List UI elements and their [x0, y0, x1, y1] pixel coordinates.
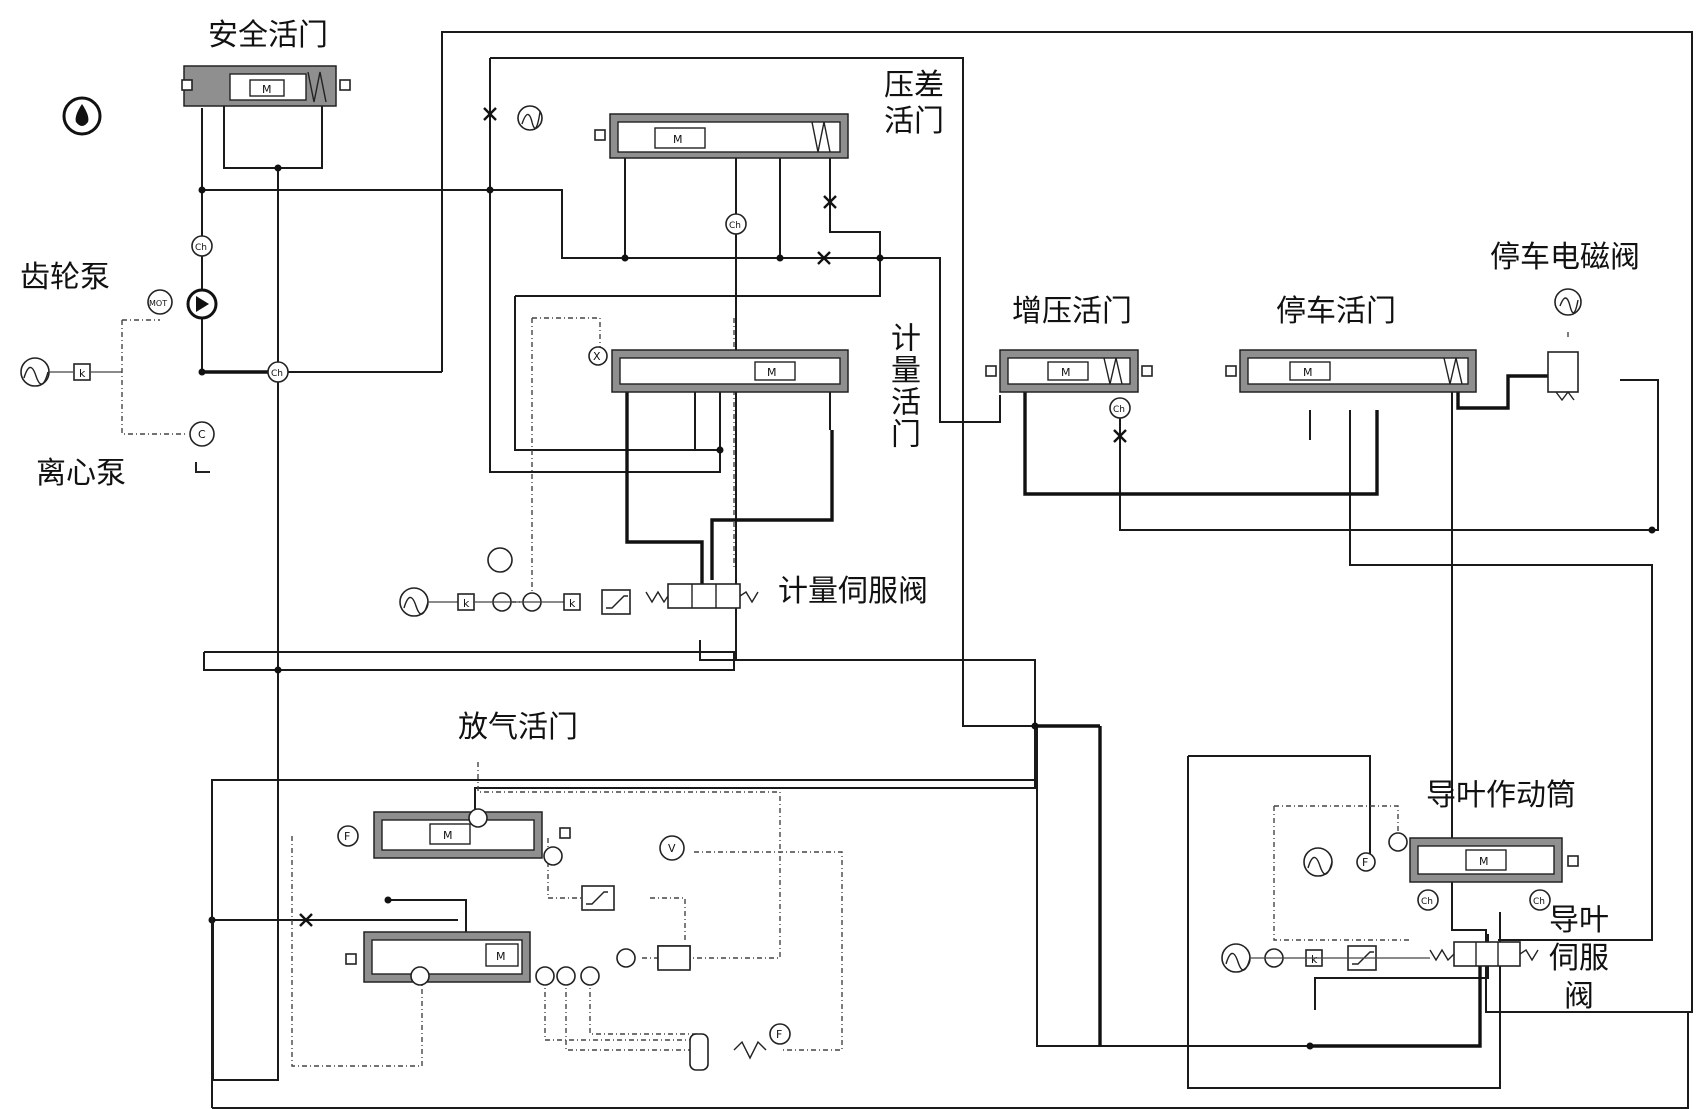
boost-valve: M	[985, 349, 1153, 393]
vane-actuator: M	[1409, 837, 1579, 883]
check-valve: Ch	[1529, 889, 1551, 911]
diff-valve-label-line2: 活门	[884, 104, 944, 139]
check-valve: Ch	[725, 213, 747, 235]
check-valve: Ch	[267, 361, 289, 383]
diff-valve-signal	[517, 105, 543, 131]
orifice-icon	[299, 913, 313, 927]
force-label: F	[776, 1028, 782, 1041]
gain-label: k	[569, 597, 576, 610]
motor-label: M	[673, 133, 683, 146]
orifices	[299, 107, 1127, 927]
orifice-icon	[823, 195, 837, 209]
metering-signal-chain: k k	[399, 547, 631, 617]
differential-valve: M	[594, 113, 849, 159]
check-valve-label: Ch	[1533, 897, 1545, 907]
centrifugal-pump: C	[189, 421, 215, 473]
orifice-icon	[817, 251, 831, 265]
metering-servo-label: 计量伺服阀	[778, 574, 928, 609]
motor-label: M	[1303, 366, 1313, 379]
vane-signal-chain: k F	[1221, 832, 1430, 973]
check-valve: Ch	[1417, 889, 1439, 911]
metering-valve: M X	[588, 346, 849, 393]
orifice-icon	[1113, 429, 1127, 443]
svg-text:X: X	[593, 350, 601, 363]
motor-label: M	[443, 829, 453, 842]
check-valve-label: Ch	[195, 243, 207, 253]
check-valve-label: Ch	[1421, 897, 1433, 907]
motor-label: M	[1061, 366, 1071, 379]
junctions	[198, 164, 1656, 1050]
safety-valve-label: 安全活门	[208, 18, 328, 53]
stop-valve-label: 停车活门	[1276, 294, 1396, 329]
stop-solenoid-valve	[1547, 288, 1582, 402]
motor-label: M	[496, 950, 506, 963]
vane-servo-valve	[1429, 941, 1539, 967]
orifice-icon	[483, 107, 497, 121]
metering-servo-valve	[645, 583, 759, 609]
motor-label: M	[262, 83, 272, 96]
force-label: F	[1362, 856, 1368, 869]
gear-pump: MOT	[147, 288, 218, 320]
force-label: F	[344, 830, 350, 843]
safety-valve: M	[181, 65, 351, 107]
vane-actuator-label: 导叶作动筒	[1426, 778, 1576, 813]
mot-label: MOT	[149, 299, 167, 308]
diff-valve-label-line1: 压差	[884, 68, 944, 103]
gain-label: k	[79, 367, 86, 380]
velocity-label: V	[668, 842, 676, 855]
motor-label: M	[1479, 855, 1489, 868]
check-valve-label: Ch	[1113, 405, 1125, 415]
stop-solenoid-label: 停车电磁阀	[1490, 240, 1640, 275]
gear-pump-label: 齿轮泵	[20, 260, 110, 295]
bleed-valve-label: 放气活门	[458, 710, 578, 745]
centrifugal-label: C	[198, 428, 206, 441]
signal-source-icon: k	[20, 357, 122, 387]
fluid-drop-icon	[62, 96, 102, 136]
pipe-segment	[212, 1012, 1689, 1109]
gain-label: k	[1311, 953, 1318, 966]
stop-valve: M	[1225, 349, 1477, 393]
check-valve: Ch	[191, 235, 213, 257]
gain-label: k	[463, 597, 470, 610]
boost-valve-label: 增压活门	[1012, 294, 1132, 329]
centrifugal-pump-label: 离心泵	[36, 456, 126, 491]
bold-pipe-network	[202, 370, 1560, 1048]
metering-valve-label: 计量活门	[885, 322, 920, 450]
check-valves: Ch Ch Ch Ch Ch Ch	[191, 213, 1551, 911]
bleed-valve-lower: M	[345, 931, 767, 1060]
check-valve: Ch	[1109, 397, 1131, 419]
vane-servo-label: 导叶伺服阀	[1549, 903, 1609, 1014]
pipe-network	[201, 31, 1693, 1089]
check-valve-label: Ch	[729, 221, 741, 231]
bleed-valve-upper: M	[373, 811, 571, 859]
bleed-valve-components: F V F	[337, 808, 791, 1071]
motor-label: M	[767, 366, 777, 379]
check-valve-label: Ch	[271, 369, 283, 379]
